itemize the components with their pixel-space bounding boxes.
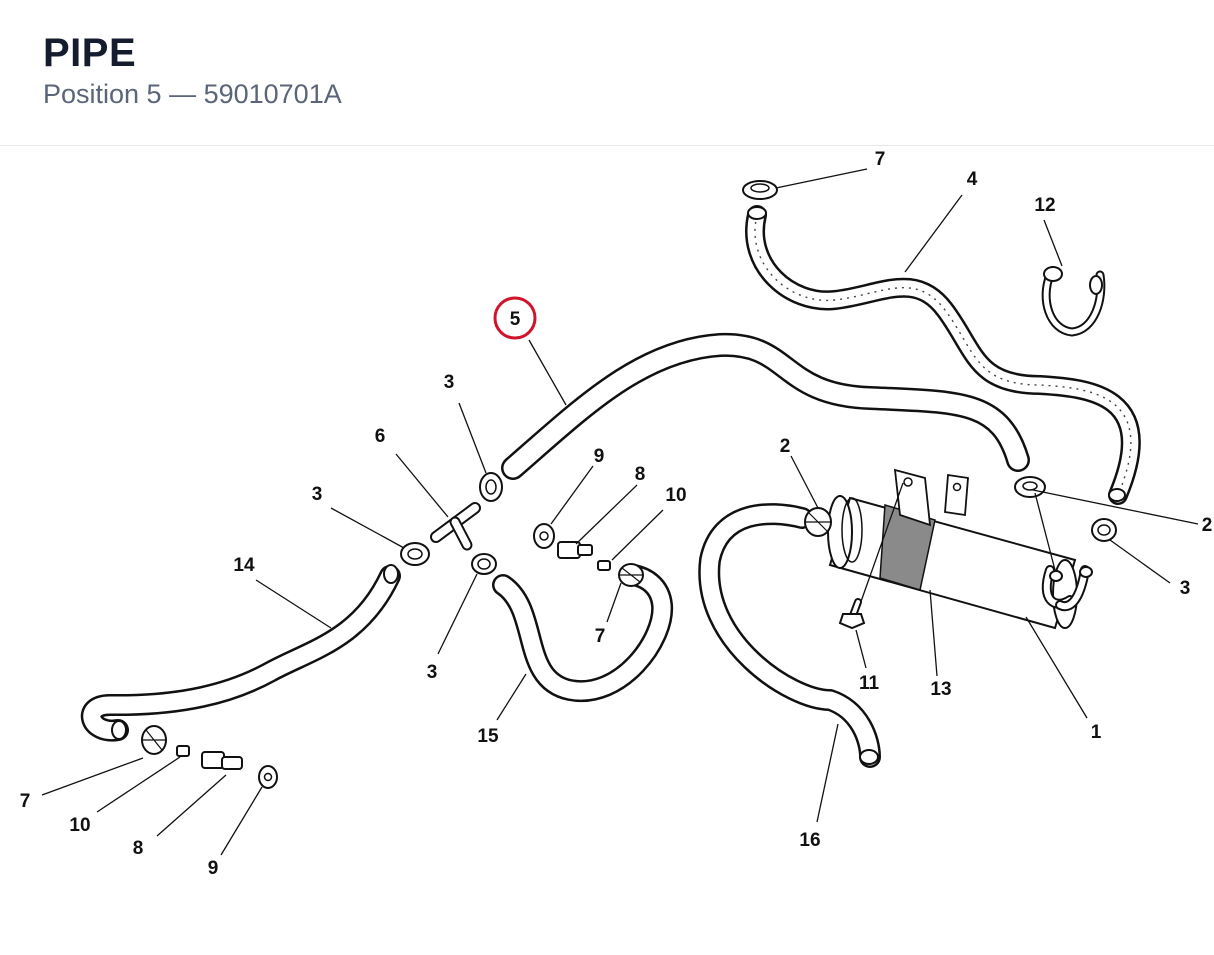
pipe-15 <box>492 564 674 703</box>
page-header: PIPE Position 5 — 59010701A <box>0 0 1214 146</box>
callout-9-center: 9 <box>594 446 605 467</box>
callout-7-top: 7 <box>875 149 886 170</box>
callout-7-center: 7 <box>595 626 606 647</box>
pipe-4 <box>745 205 1141 505</box>
callout-11: 11 <box>859 673 880 694</box>
highlight-circle[interactable] <box>493 296 537 340</box>
clamp-band-13 <box>879 468 969 591</box>
callout-6: 6 <box>375 426 386 447</box>
callout-8-center: 8 <box>635 464 646 485</box>
callout-9-left: 9 <box>208 858 219 879</box>
page-title: PIPE <box>43 31 137 75</box>
small-parts <box>141 180 1117 789</box>
callout-2-top: 2 <box>780 436 791 457</box>
callout-3-lower: 3 <box>427 662 438 683</box>
callout-3-upper: 3 <box>444 372 455 393</box>
tee-fitting-6 <box>430 502 481 551</box>
callout-8-left: 8 <box>133 838 144 859</box>
callout-10-center: 10 <box>665 485 686 506</box>
callout-2-right: 2 <box>1202 515 1213 536</box>
callout-14: 14 <box>233 555 255 576</box>
leader-lines <box>41 168 1199 856</box>
callout-3-right: 3 <box>1180 578 1191 599</box>
callout-15: 15 <box>477 726 499 747</box>
page-subtitle: Position 5 — 59010701A <box>43 79 342 109</box>
parts-diagram: 5 1 2 2 3 3 3 3 4 6 7 7 7 8 8 9 9 10 10 … <box>20 149 1213 879</box>
callout-13: 13 <box>930 679 951 700</box>
clip-12 <box>1041 266 1106 337</box>
callout-7-left: 7 <box>20 791 31 812</box>
pipe-5[interactable] <box>501 332 1030 480</box>
callout-4: 4 <box>967 169 978 190</box>
callout-16: 16 <box>799 830 820 851</box>
callout-3-left: 3 <box>312 484 323 505</box>
callout-1: 1 <box>1091 722 1102 743</box>
callout-5[interactable]: 5 <box>510 309 521 330</box>
pipe-14 <box>80 564 401 742</box>
callout-10-left: 10 <box>69 815 90 836</box>
pipe-16 <box>698 503 881 768</box>
callout-12: 12 <box>1034 195 1055 216</box>
